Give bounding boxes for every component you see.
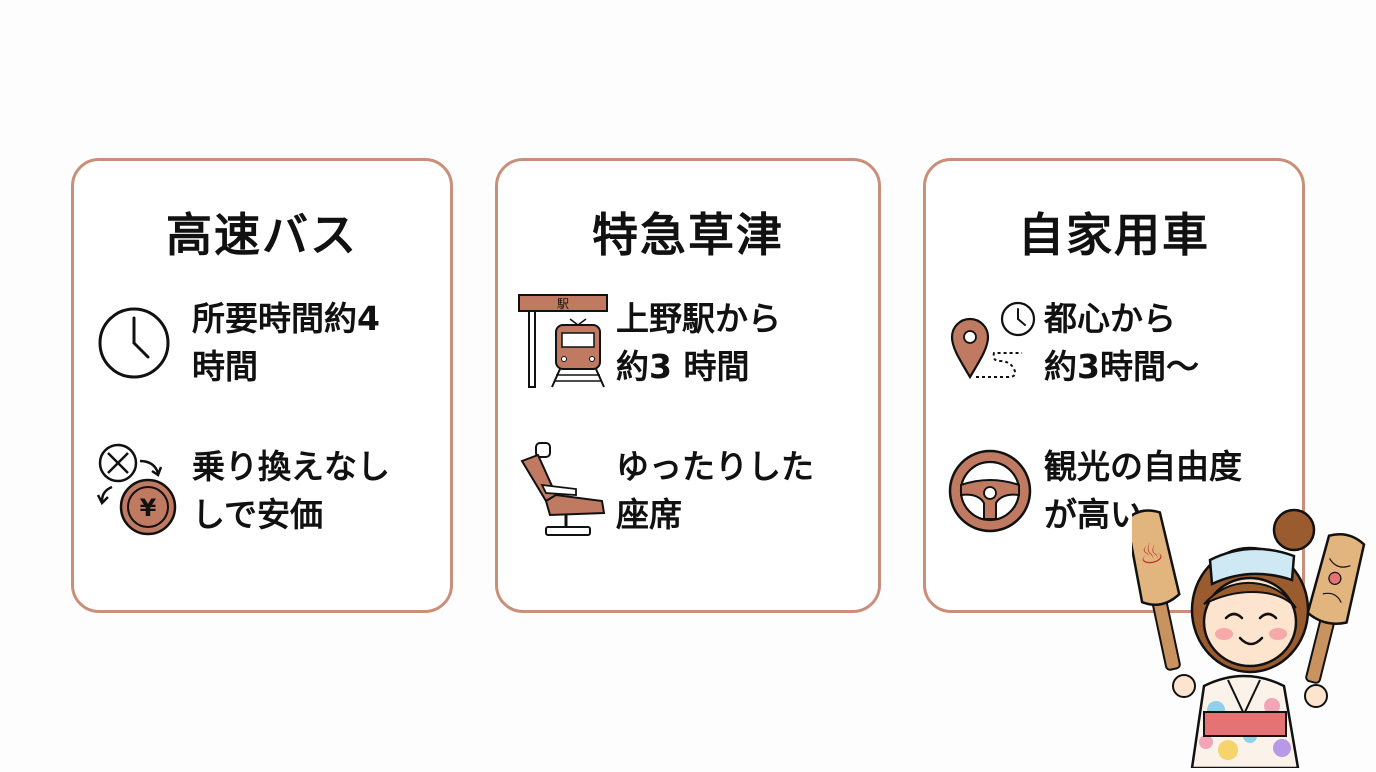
card-title: 自家用車 [1018, 208, 1210, 262]
yukata-girl-mascot-icon: ♨ [1125, 500, 1376, 770]
clock-icon [92, 291, 188, 401]
reclining-seat-icon [516, 439, 612, 549]
feature-travel-time: 所要時間約4 時間 [74, 291, 450, 401]
feature-text: 観光の自由度 が高い [1044, 447, 1242, 534]
feature-text: 上野駅から 約3 時間 [616, 299, 781, 386]
station-train-icon: 駅 [516, 291, 612, 401]
feature-from-tokyo: 都心から 約3時間〜 [926, 291, 1302, 401]
no-transfer-yen-coin-icon: ¥ [92, 439, 188, 549]
map-pin-clock-icon [948, 291, 1044, 401]
feature-text: 所要時間約4 時間 [192, 299, 380, 386]
steering-wheel-icon [948, 439, 1044, 549]
feature-from-ueno: 駅 上野駅から 約3 時間 [498, 291, 878, 401]
feature-freedom: 観光の自由度 が高い [926, 439, 1302, 549]
feature-comfortable-seat: ゆったりした 座席 [498, 439, 878, 549]
card-highway-bus: 高速バス 所要時間約4 時間 ¥ [71, 158, 453, 613]
card-limited-express: 特急草津 駅 上野駅から 約3 時間 [495, 158, 881, 613]
feature-text: ゆったりした 座席 [616, 447, 814, 534]
card-title: 特急草津 [592, 208, 784, 262]
card-private-car: 自家用車 都心から 約3時間〜 観光の自由度 が高い [923, 158, 1305, 613]
feature-text: 都心から 約3時間〜 [1044, 299, 1199, 386]
feature-text: 乗り換えなし しで安価 [192, 447, 390, 534]
feature-no-transfer: ¥ 乗り換えなし しで安価 [74, 439, 450, 549]
card-title: 高速バス [166, 208, 358, 262]
svg-text:¥: ¥ [140, 494, 157, 522]
station-sign: 駅 [557, 297, 569, 311]
